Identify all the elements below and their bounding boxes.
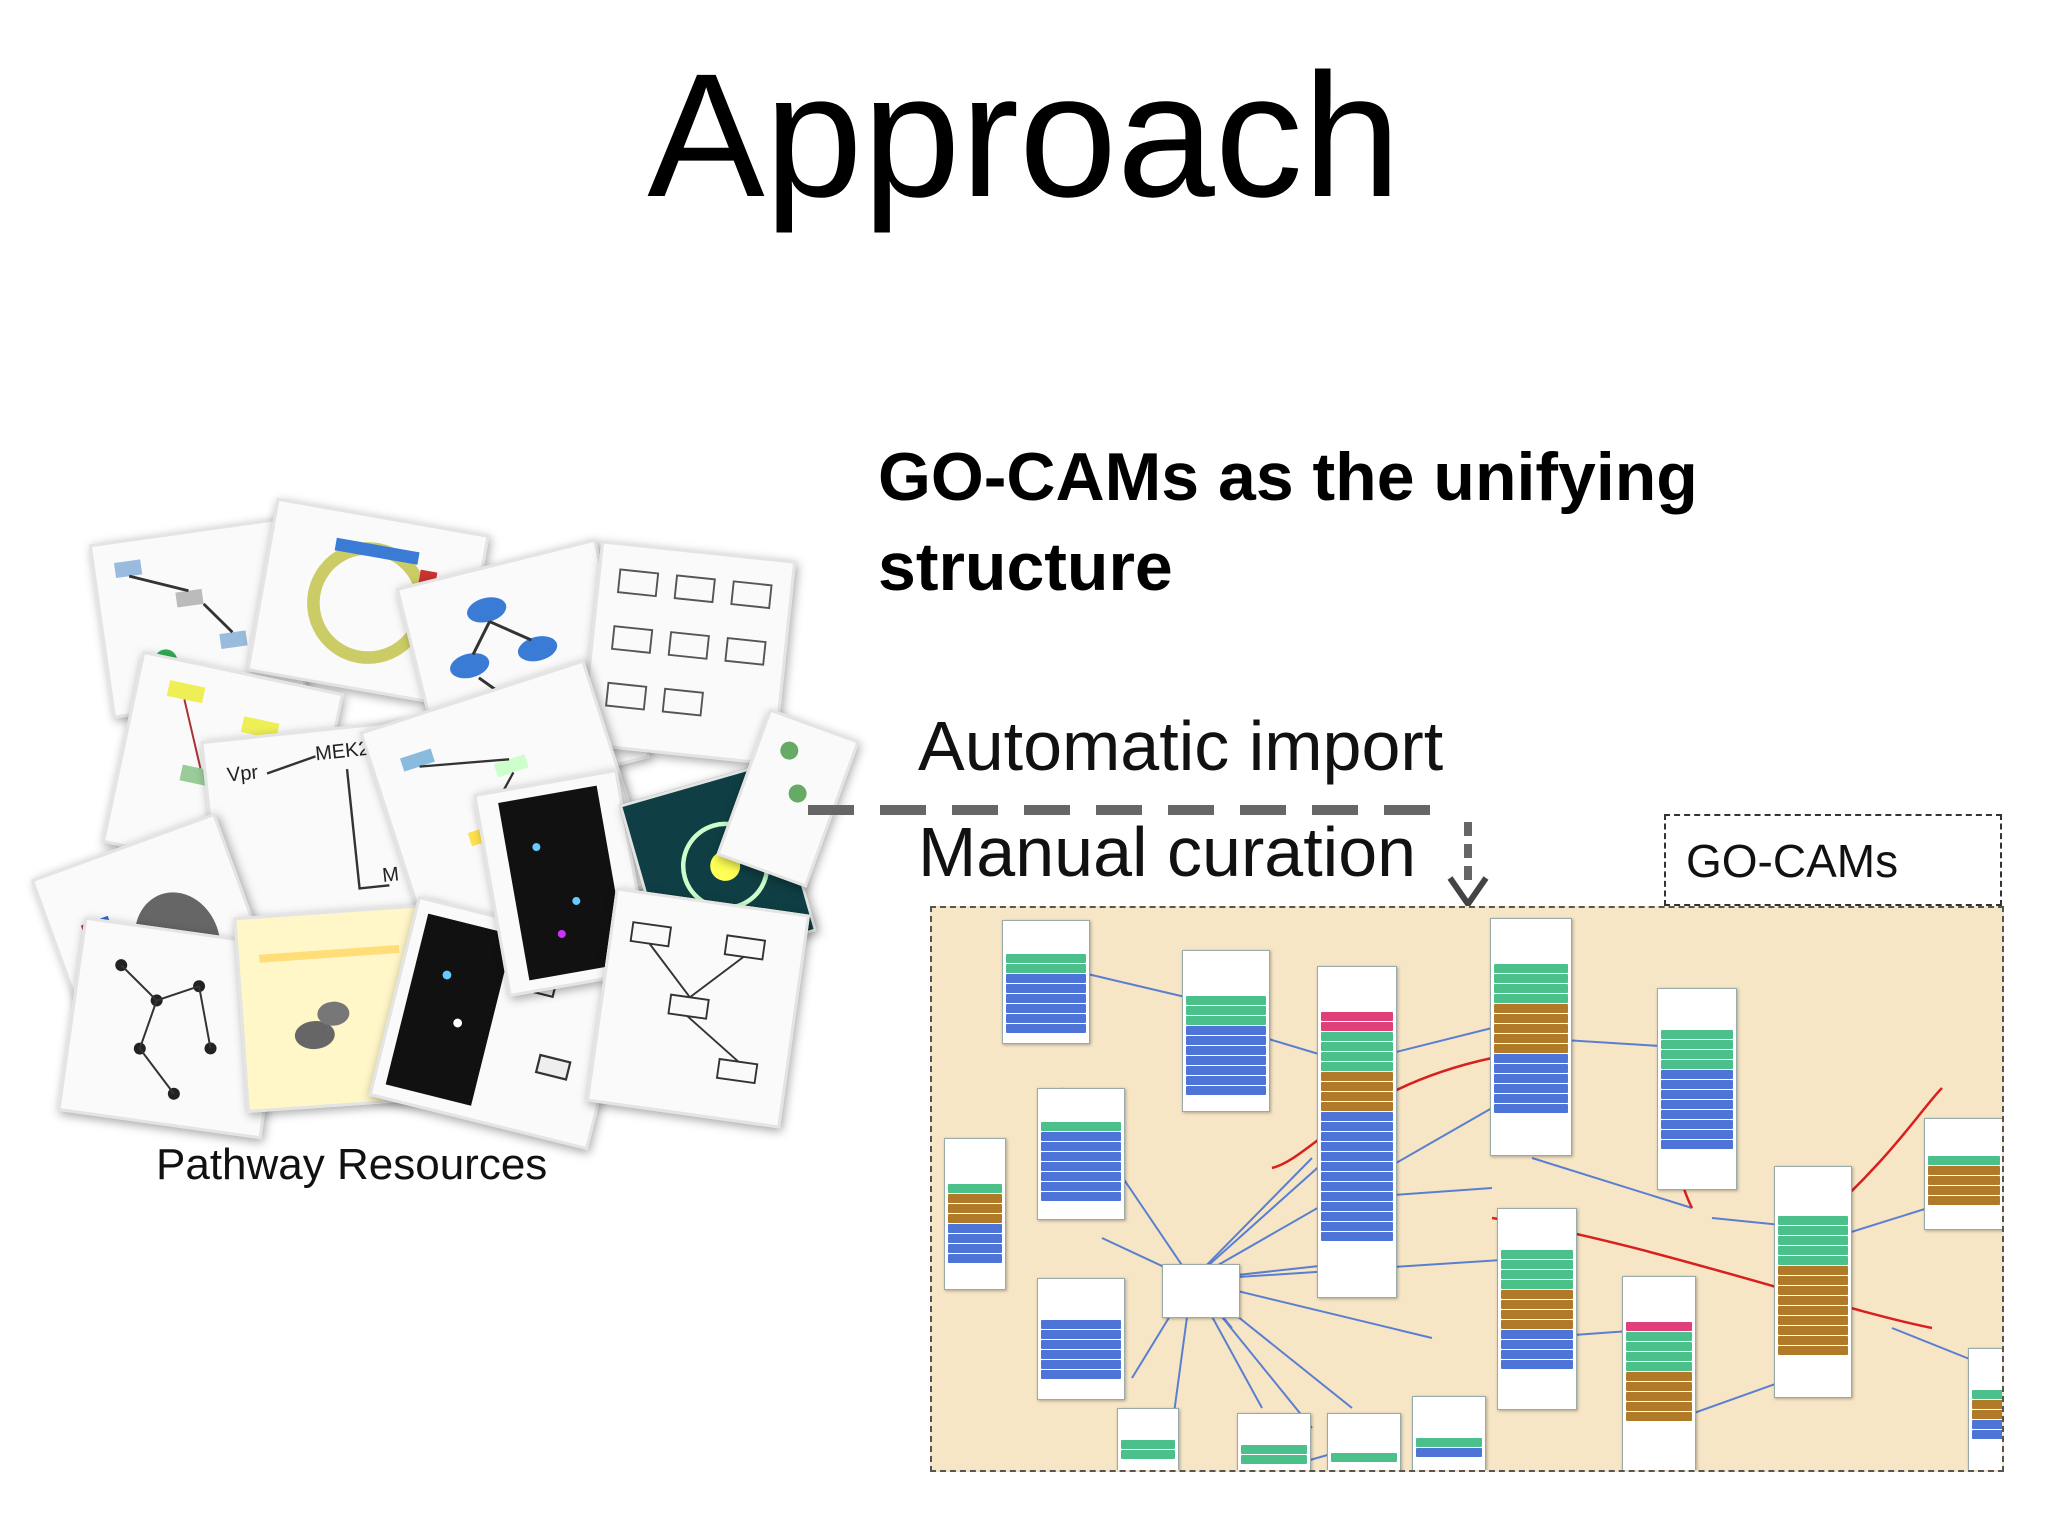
gocam-activity-node	[1968, 1348, 2002, 1470]
gocam-activity-node	[1622, 1276, 1696, 1470]
pathway-thumbnail	[233, 903, 453, 1113]
gocam-activity-node	[1774, 1166, 1852, 1398]
down-arrow-icon	[1447, 822, 1489, 910]
gocam-activity-node	[1002, 920, 1090, 1044]
gocam-activity-node	[944, 1138, 1006, 1290]
gocam-activity-node	[1490, 918, 1572, 1156]
manual-curation-label: Manual curation	[918, 813, 1417, 891]
pathway-thumbnail	[579, 540, 797, 766]
gocam-activity-node	[1037, 1278, 1125, 1400]
automatic-import-label: Automatic import	[918, 707, 1444, 785]
pathway-thumbnail	[57, 916, 289, 1140]
gocam-activity-node	[1497, 1208, 1577, 1410]
pathway-thumbnail	[473, 768, 653, 998]
gocam-activity-node	[1037, 1088, 1125, 1220]
pathway-resources-label: Pathway Resources	[156, 1140, 548, 1189]
gocam-activity-node	[1327, 1413, 1401, 1470]
gocam-activity-node	[1924, 1118, 2002, 1230]
gocams-label: GO-CAMs	[1686, 835, 1899, 887]
svg-text:M: M	[381, 863, 400, 887]
gocam-activity-node	[1182, 950, 1270, 1112]
pathway-thumbnail	[585, 887, 811, 1129]
gocam-activity-node	[1237, 1413, 1311, 1470]
gocam-activity-node	[1317, 966, 1397, 1298]
gocam-process-node	[1162, 1264, 1240, 1318]
gocam-model-panel	[930, 906, 2004, 1472]
gocam-activity-node	[1412, 1396, 1486, 1470]
gocams-label-box: GO-CAMs	[1664, 814, 2002, 906]
pathway-thumbnail	[716, 708, 860, 888]
gocam-activity-node	[1117, 1408, 1179, 1470]
svg-text:Vpr: Vpr	[226, 761, 260, 786]
gocam-activity-node	[1657, 988, 1737, 1190]
slide-title: Approach	[647, 38, 1401, 234]
subtitle: GO-CAMs as the unifying structure	[878, 439, 1698, 605]
